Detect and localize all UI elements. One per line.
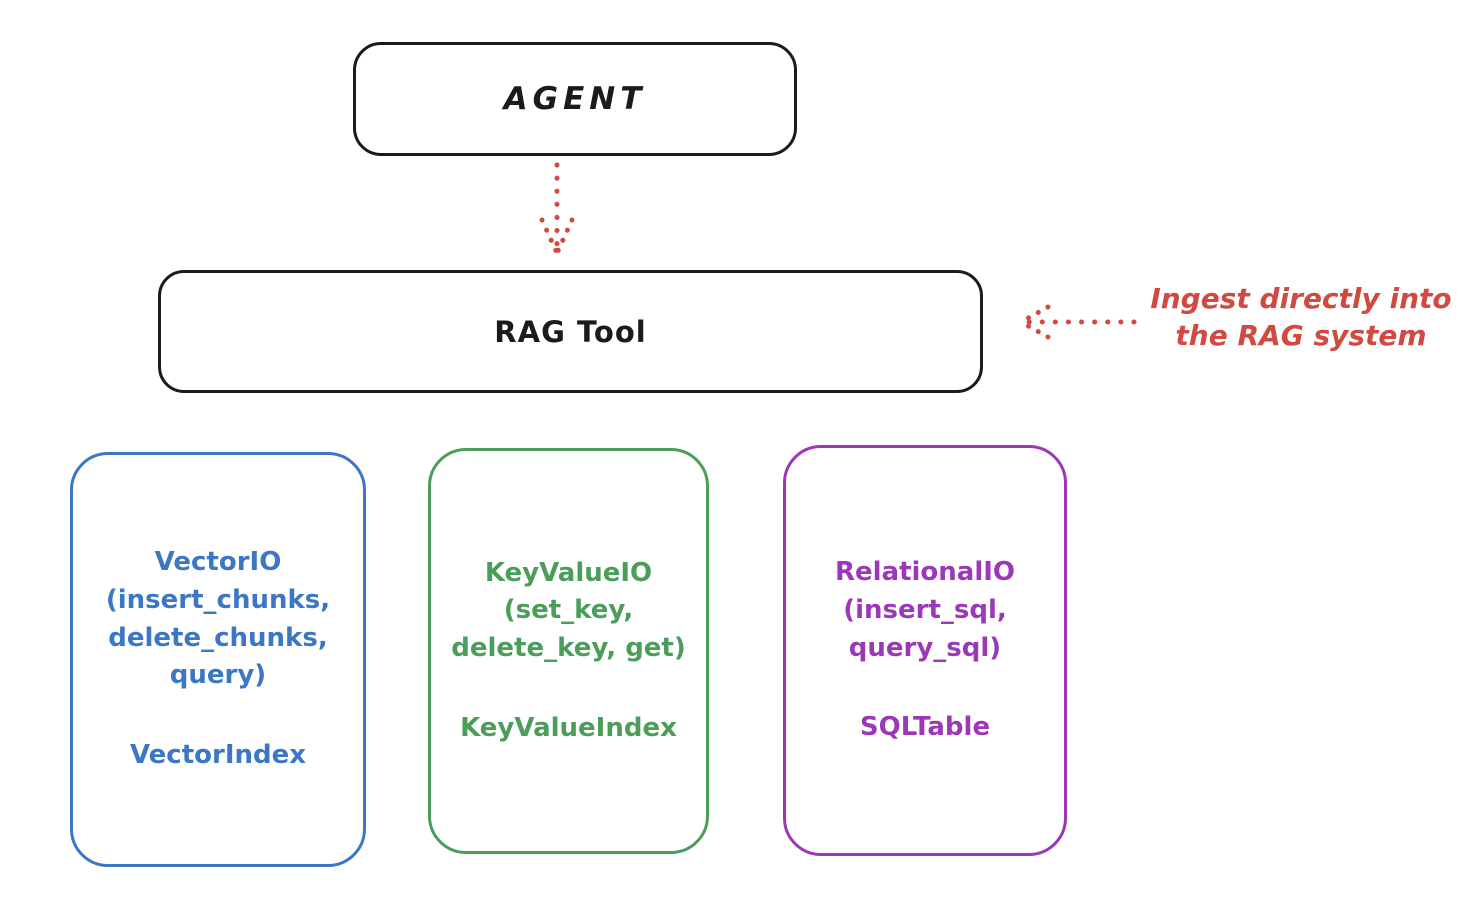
rag-tool-label: RAG Tool bbox=[494, 314, 647, 349]
vector-io-method: delete_chunks, bbox=[108, 622, 328, 653]
relational-io-method: query_sql) bbox=[848, 632, 1002, 663]
keyvalue-io-method: delete_key, get) bbox=[451, 633, 686, 663]
keyvalue-io-method: (set_key, bbox=[503, 595, 634, 626]
annotation-ingest-note: Ingest directly into the RAG system bbox=[1126, 281, 1476, 355]
arrow-annotation-to-rag-icon bbox=[1018, 304, 1137, 340]
arrow-agent-to-rag-icon bbox=[539, 162, 575, 256]
keyvalue-index-label: KeyValueIndex bbox=[460, 712, 677, 743]
vector-io-box: VectorIO (insert_chunks, delete_chunks, … bbox=[70, 452, 366, 867]
relational-io-method: (insert_sql, bbox=[843, 594, 1007, 625]
keyvalue-io-box: KeyValueIO (set_key, delete_key, get) Ke… bbox=[428, 448, 709, 854]
vector-io-title: VectorIO bbox=[154, 547, 282, 578]
relational-io-box: RelationalIO (insert_sql, query_sql) SQL… bbox=[783, 445, 1067, 856]
vector-index-label: VectorIndex bbox=[129, 740, 307, 771]
annotation-line-2: the RAG system bbox=[1175, 318, 1427, 352]
keyvalue-io-title: KeyValueIO bbox=[484, 557, 653, 588]
agent-box: AGENT bbox=[353, 42, 797, 156]
annotation-line-1: Ingest directly into bbox=[1150, 282, 1452, 315]
agent-label: AGENT bbox=[503, 81, 647, 117]
relational-io-title: RelationalIO bbox=[834, 557, 1016, 588]
rag-tool-box: RAG Tool bbox=[158, 270, 983, 393]
vector-io-method: query) bbox=[169, 660, 267, 691]
sql-table-label: SQLTable bbox=[859, 712, 991, 743]
vector-io-method: (insert_chunks, bbox=[105, 584, 331, 615]
